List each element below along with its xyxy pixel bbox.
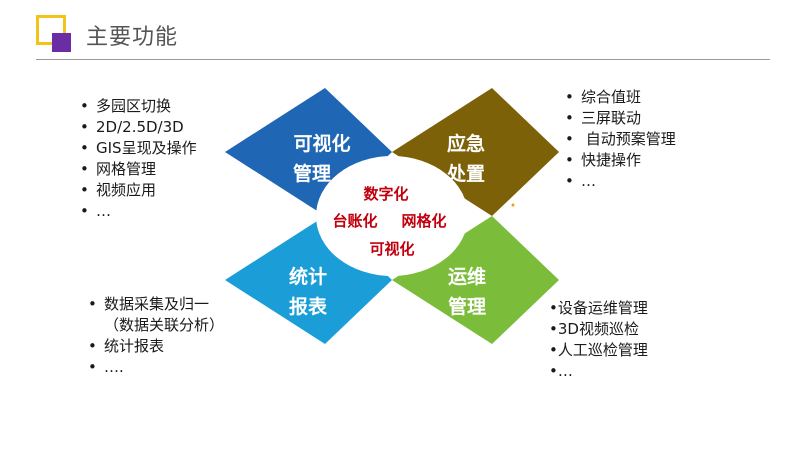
list-item: •人工巡检管理 (549, 341, 648, 359)
list-item-text: 快捷操作 (581, 151, 642, 169)
quadrant-tr-line2: 处置 (446, 162, 485, 185)
quadrant-bl-line1: 统计 (289, 265, 327, 288)
quadrant-tl-line2: 管理 (293, 162, 331, 185)
bullet: • (88, 295, 97, 313)
list-item: • GIS呈现及操作 (80, 138, 197, 159)
decorative-dot (511, 203, 515, 207)
logo-square-yellow (36, 15, 66, 45)
center-ledger: 台账化 (332, 212, 377, 230)
bullet: • (565, 172, 574, 190)
list-item: • 2D/2.5D/3D (80, 117, 197, 138)
bullet: • (565, 151, 574, 169)
list-item-text: 视频应用 (96, 181, 157, 199)
bullet: • (80, 160, 89, 178)
list-visual-management: • 多园区切换 • 2D/2.5D/3D • GIS呈现及操作 • 网格管理 • 视频应用… (80, 96, 197, 222)
list-item-text: 多园区切换 (96, 97, 172, 115)
list-item-text: … (581, 172, 596, 190)
list-item: • 视频应用 (80, 180, 197, 201)
list-item-text: 统计报表 (104, 337, 165, 355)
list-item: •设备运维管理 (549, 299, 648, 317)
list-item: • 多园区切换 (80, 96, 197, 117)
list-item: • 数据采集及归一 (88, 294, 224, 315)
list-item: • 综合值班 (565, 87, 676, 108)
list-item: • 统计报表 (88, 336, 224, 357)
list-item-text: … (96, 202, 111, 220)
bullet: • (565, 109, 574, 127)
bullet: • (80, 139, 89, 157)
list-item-text: 三屏联动 (581, 109, 642, 127)
quadrant-br-line1: 运维 (448, 265, 486, 288)
list-item: • 三屏联动 (565, 108, 676, 129)
bullet: • (80, 202, 89, 220)
list-item: • 快捷操作 (565, 150, 676, 171)
page-title: 主要功能 (86, 25, 179, 50)
bullet: • (80, 97, 89, 115)
list-item: •… (565, 171, 676, 192)
quadrant-bl-line2: 报表 (289, 295, 328, 318)
center-visualization: 可视化 (369, 240, 414, 258)
quadrant-tl-line1: 可视化 (293, 132, 350, 155)
center-ellipse (316, 156, 468, 276)
list-item: • …. (88, 357, 224, 378)
list-item-text: GIS呈现及操作 (96, 139, 197, 157)
list-item-text: 自动预案管理 (585, 130, 676, 148)
list-item-text: 数据采集及归一 (104, 295, 210, 313)
list-item: • 自动预案管理 (565, 129, 676, 150)
list-item: •… (549, 362, 573, 380)
quadrant-br-line2: 管理 (448, 295, 486, 318)
list-item: •3D视频巡检 (549, 320, 639, 338)
bullet: • (565, 88, 574, 106)
quadrant-tr-line1: 应急 (447, 132, 485, 155)
list-item-text: 2D/2.5D/3D (96, 118, 184, 136)
quadrant-emergency-handling[interactable] (392, 88, 559, 216)
bullet: • (88, 337, 97, 355)
center-grid: 网格化 (401, 212, 446, 230)
logo-square-purple (52, 33, 71, 52)
bullet: • (565, 130, 574, 148)
bullet: • (80, 181, 89, 199)
list-item: •… (80, 201, 197, 222)
list-item-text: …. (104, 358, 124, 376)
center-digitization: 数字化 (363, 185, 408, 203)
list-item-continuation: （数据关联分析） (104, 316, 225, 334)
list-operations-management: •设备运维管理 •3D视频巡检 •人工巡检管理 •… (549, 298, 648, 382)
logo-icon (36, 15, 74, 55)
list-item: • 网格管理 (80, 159, 197, 180)
bullet: • (88, 358, 97, 376)
bullet: • (80, 118, 89, 136)
title-divider (36, 59, 770, 60)
list-item-text: 网格管理 (96, 160, 157, 178)
list-item-text: 综合值班 (581, 88, 642, 106)
list-statistics-reports: • 数据采集及归一 （数据关联分析） • 统计报表 • …. (88, 294, 224, 378)
quadrant-operations-management[interactable] (392, 216, 559, 344)
list-emergency-handling: •综合值班 •三屏联动 • 自动预案管理 •快捷操作 •… (565, 87, 676, 192)
